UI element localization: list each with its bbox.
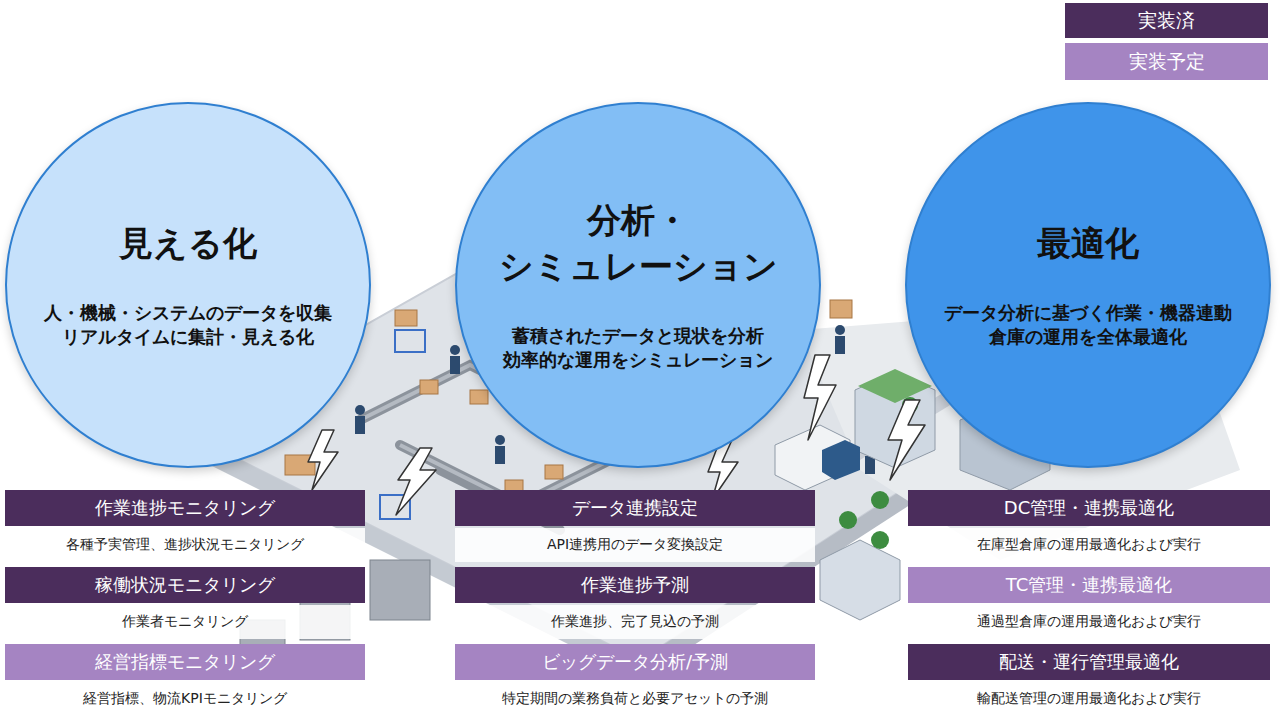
feature-panel: 作業進捗予測作業進捗、完了見込の予測 [455,567,815,639]
feature-description: 輸配送管理の運用最適化および実行 [908,682,1270,716]
feature-description: 経営指標、物流KPIモニタリング [5,682,365,716]
feature-panel: データ連携設定API連携用のデータ変換設定 [455,490,815,562]
feature-heading: 配送・運行管理最適化 [908,644,1270,680]
feature-heading: DC管理・連携最適化 [908,490,1270,526]
category-circle: 見える化人・機械・システムのデータを収集 リアルタイムに集計・見える化 [5,102,371,468]
category-circle: 分析・シミュレーション蓄積されたデータと現状を分析 効率的な運用をシミュレーショ… [455,102,821,468]
feature-heading: TC管理・連携最適化 [908,567,1270,603]
feature-description: 在庫型倉庫の運用最適化および実行 [908,528,1270,562]
circle-heading: 最適化 [1037,221,1139,267]
circle-description: 蓄積されたデータと現状を分析 効率的な運用をシミュレーション [468,324,808,373]
legend-swatch: 実装予定 [1065,43,1268,80]
feature-description: 通過型倉庫の運用最適化および実行 [908,605,1270,639]
feature-description: 作業進捗、完了見込の予測 [455,605,815,639]
feature-panel: ビッグデータ分析/予測特定期間の業務負荷と必要アセットの予測 [455,644,815,716]
feature-heading: 作業進捗モニタリング [5,490,365,526]
feature-description: API連携用のデータ変換設定 [455,528,815,562]
feature-panel: DC管理・連携最適化在庫型倉庫の運用最適化および実行 [908,490,1270,562]
feature-panel: 作業進捗モニタリング各種予実管理、進捗状況モニタリング [5,490,365,562]
feature-panel: 配送・運行管理最適化輸配送管理の運用最適化および実行 [908,644,1270,716]
feature-description: 各種予実管理、進捗状況モニタリング [5,528,365,562]
feature-description: 作業者モニタリング [5,605,365,639]
feature-heading: 経営指標モニタリング [5,644,365,680]
legend-swatch: 実装済 [1065,3,1268,38]
feature-panel: 経営指標モニタリング経営指標、物流KPIモニタリング [5,644,365,716]
feature-description: 特定期間の業務負荷と必要アセットの予測 [455,682,815,716]
circle-heading: 見える化 [119,221,257,267]
feature-heading: ビッグデータ分析/予測 [455,644,815,680]
legend-text: 実装予定 [1129,49,1205,75]
feature-panel: 稼働状況モニタリング作業者モニタリング [5,567,365,639]
legend-text: 実装済 [1138,8,1195,34]
feature-panel: TC管理・連携最適化通過型倉庫の運用最適化および実行 [908,567,1270,639]
feature-heading: 稼働状況モニタリング [5,567,365,603]
circle-description: データ分析に基づく作業・機器連動 倉庫の運用を全体最適化 [918,301,1258,350]
circle-description: 人・機械・システムのデータを収集 リアルタイムに集計・見える化 [18,301,358,350]
feature-heading: データ連携設定 [455,490,815,526]
category-circle: 最適化データ分析に基づく作業・機器連動 倉庫の運用を全体最適化 [905,102,1271,468]
circle-heading: 分析・シミュレーション [457,198,819,290]
feature-heading: 作業進捗予測 [455,567,815,603]
